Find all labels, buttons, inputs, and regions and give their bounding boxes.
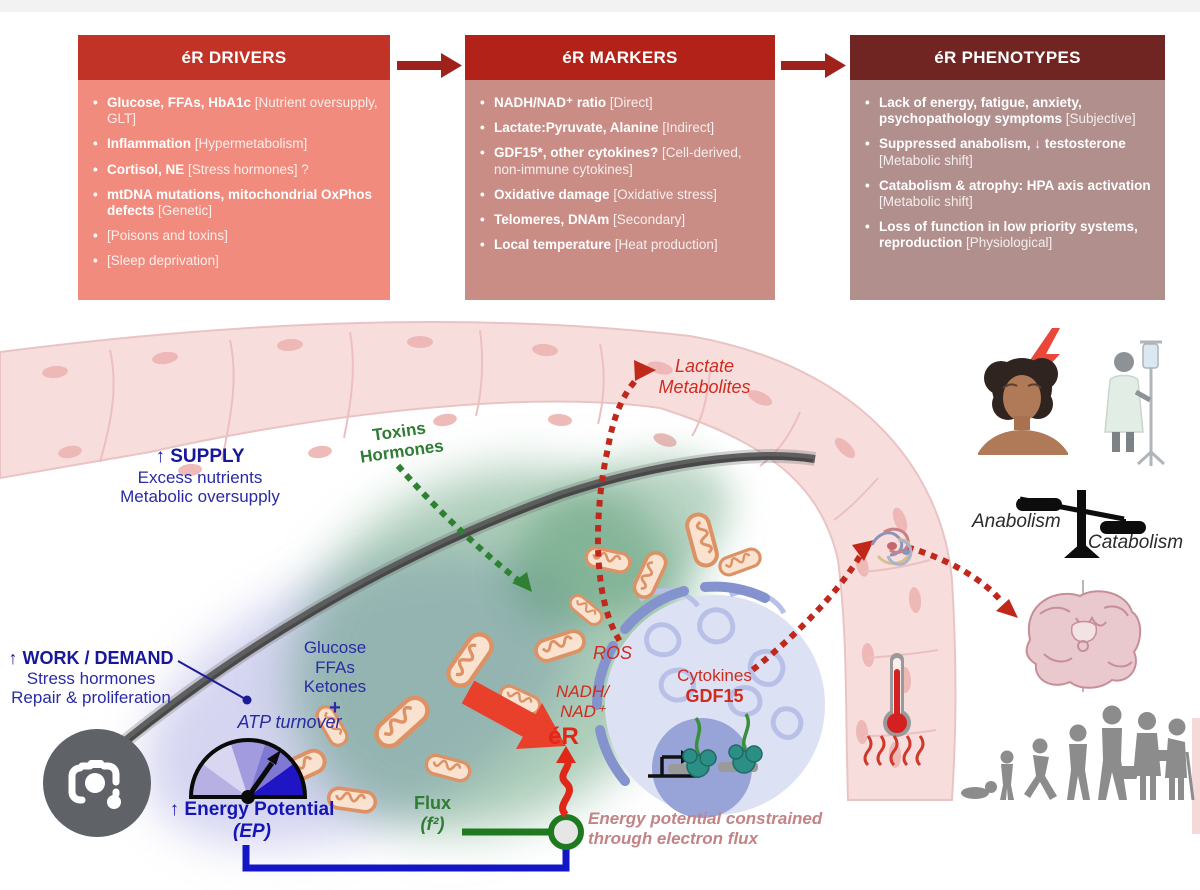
bullet-item: Lack of energy, fatigue, anxiety, psycho… [862, 95, 1155, 127]
blood-vessel [0, 321, 1200, 834]
bullet-item: mtDNA mutations, mitochondrial OxPhos de… [90, 187, 380, 219]
endothelial-nuclei [42, 336, 922, 768]
bullet-item: Oxidative damage [Oxidative stress] [477, 187, 765, 203]
bullet-item: Suppressed anabolism, ↓ testosterone [Me… [862, 136, 1155, 168]
bullet-item: Cortisol, NE [Stress hormones] ? [90, 162, 380, 178]
constraint-connectors [242, 746, 584, 872]
markers-list: NADH/NAD⁺ ratio [Direct] Lactate:Pyruvate… [477, 95, 765, 254]
nadh-nad-label: NADH/ NAD⁺ [556, 682, 609, 721]
phenotypes-box-title: éR PHENOTYPES [850, 35, 1165, 80]
ep-gauge-icon [188, 738, 308, 804]
energy-potential-label: ↑ Energy Potential (EP) [169, 799, 335, 842]
er-label: éR [548, 723, 579, 750]
nucleus [592, 581, 825, 818]
page-edge-pink [1192, 718, 1200, 834]
catabolism-label: Catabolism [1088, 532, 1184, 553]
thermometer-icon [863, 653, 925, 767]
bullet-item: Glucose, FFAs, HbA1c [Nutrient oversuppl… [90, 95, 380, 127]
bullet-item: [Poisons and toxins] [90, 228, 380, 244]
cytokines-gdf15-label: Cytokines GDF15 [677, 666, 752, 706]
bullet-item: GDF15*, other cytokines? [Cell-derived, … [477, 145, 765, 177]
page-edge-strip [0, 0, 1200, 12]
constraint-caption: Energy potential constrained through ele… [588, 809, 823, 848]
heat-waves-icon [863, 735, 925, 767]
gdf15-protein-icon [870, 527, 913, 566]
nuclear-envelope [592, 581, 770, 786]
work-pointer [177, 660, 252, 705]
flux-label: Flux (f²) [413, 793, 451, 834]
bullet-item: Catabolism & atrophy: HPA axis activatio… [862, 178, 1155, 210]
balance-scale-icon [1016, 490, 1146, 558]
cell-membrane [83, 449, 817, 778]
bullet-item: Loss of function in low priority systems… [862, 219, 1155, 251]
signal-arrows [395, 360, 1018, 673]
bullet-item: Telomeres, DNAm [Secondary] [477, 212, 765, 228]
flow-arrows [397, 53, 846, 78]
camera-lens-icon [68, 760, 121, 809]
lactate-metabolites-label: Lactate Metabolites [658, 356, 751, 397]
supply-label: ↑ SUPPLY Excess nutrients Metabolic over… [120, 446, 280, 507]
bullet-item: Local temperature [Heat production] [477, 237, 765, 253]
fuel-label: Glucose FFAs Ketones + [303, 638, 367, 719]
aging-silhouettes-icon [961, 705, 1195, 801]
phenotypes-list: Lack of energy, fatigue, anxiety, psycho… [862, 95, 1155, 252]
bullet-item: [Sleep deprivation] [90, 253, 380, 269]
bullet-item: Inflammation [Hypermetabolism] [90, 136, 380, 152]
ros-label: ROS [592, 643, 632, 663]
anabolism-label: Anabolism [972, 511, 1061, 532]
drivers-list: Glucose, FFAs, HbA1c [Nutrient oversuppl… [90, 95, 380, 270]
lightning-bolt-icon [1026, 328, 1060, 388]
bullet-item: Lactate:Pyruvate, Alanine [Indirect] [477, 120, 765, 136]
markers-box-title: éR MARKERS [465, 35, 775, 80]
er-arrow [461, 680, 566, 749]
patient-iv-icon [1104, 340, 1166, 466]
markers-box: éR MARKERS NADH/NAD⁺ ratio [Direct] Lacta… [465, 35, 775, 300]
brain-icon [1025, 580, 1142, 692]
flux-node-icon [548, 814, 584, 850]
work-demand-label: ↑ WORK / DEMAND Stress hormones Repair &… [8, 648, 174, 708]
drivers-box: éR DRIVERS Glucose, FFAs, HbA1c [Nutrien… [78, 35, 390, 300]
camera-lens-button[interactable] [43, 729, 151, 837]
transcription-icon [648, 713, 763, 778]
drivers-box-title: éR DRIVERS [78, 35, 390, 80]
phenotypes-box: éR PHENOTYPES Lack of energy, fatigue, a… [850, 35, 1165, 300]
atp-turnover-label: ATP turnover [237, 712, 342, 732]
bullet-item: NADH/NAD⁺ ratio [Direct] [477, 95, 765, 111]
fatigue-person-icon [978, 328, 1068, 455]
